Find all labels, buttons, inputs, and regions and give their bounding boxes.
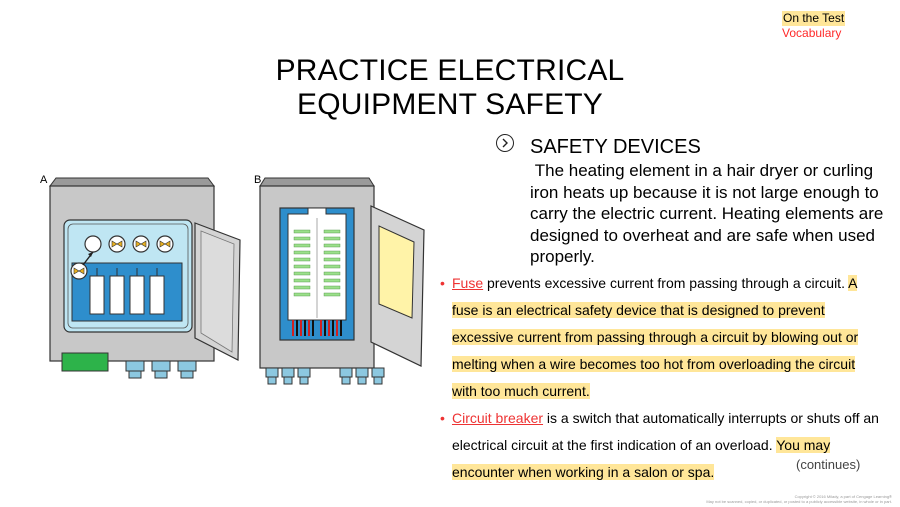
slide-title: PRACTICE ELECTRICAL EQUIPMENT SAFETY bbox=[200, 54, 700, 122]
section-body-text: The heating element in a hair dryer or c… bbox=[530, 161, 884, 266]
on-the-test-tag: On the Test Vocabulary bbox=[782, 11, 846, 41]
bullet-dot: • bbox=[440, 410, 445, 426]
copyright-line-1: Copyright © 2016 Milady, a part of Cenga… bbox=[794, 494, 892, 499]
term-fuse: Fuse bbox=[452, 275, 484, 291]
continues-label: (continues) bbox=[796, 457, 861, 472]
figure-label-a: A bbox=[40, 174, 48, 186]
definition-circuit-breaker-text: is a switch that automatically interrupt… bbox=[452, 410, 879, 453]
term-circuit-breaker: Circuit breaker bbox=[452, 410, 544, 426]
slide-title-line-1: PRACTICE ELECTRICAL bbox=[275, 54, 625, 87]
definition-list: • Fuse prevents excessive current from p… bbox=[440, 270, 880, 486]
definition-fuse-highlight: A fuse is an electrical safety device th… bbox=[452, 275, 859, 399]
copyright-notice: Copyright © 2016 Milady, a part of Cenga… bbox=[652, 494, 892, 504]
definition-fuse: • Fuse prevents excessive current from p… bbox=[440, 270, 880, 405]
bullet-dot: • bbox=[440, 275, 445, 291]
on-the-test-label: On the Test bbox=[782, 11, 846, 26]
slide-title-line-2: EQUIPMENT SAFETY bbox=[296, 88, 604, 121]
section-heading: SAFETY DEVICES bbox=[530, 136, 701, 158]
fuse-box-breaker-box-illustration: A bbox=[40, 174, 425, 385]
section-body: The heating element in a hair dryer or c… bbox=[530, 160, 886, 268]
definition-fuse-text: prevents excessive current from passing … bbox=[487, 275, 845, 291]
definition-circuit-breaker: • Circuit breaker is a switch that autom… bbox=[440, 405, 880, 486]
copyright-line-2: May not be scanned, copied, or duplicate… bbox=[706, 499, 892, 504]
chevron-right-icon[interactable] bbox=[496, 134, 514, 152]
fuse-box-figure: A bbox=[40, 174, 241, 379]
breaker-box-figure: B bbox=[254, 174, 425, 385]
vocabulary-label: Vocabulary bbox=[782, 26, 842, 40]
figure-label-b: B bbox=[254, 174, 261, 186]
